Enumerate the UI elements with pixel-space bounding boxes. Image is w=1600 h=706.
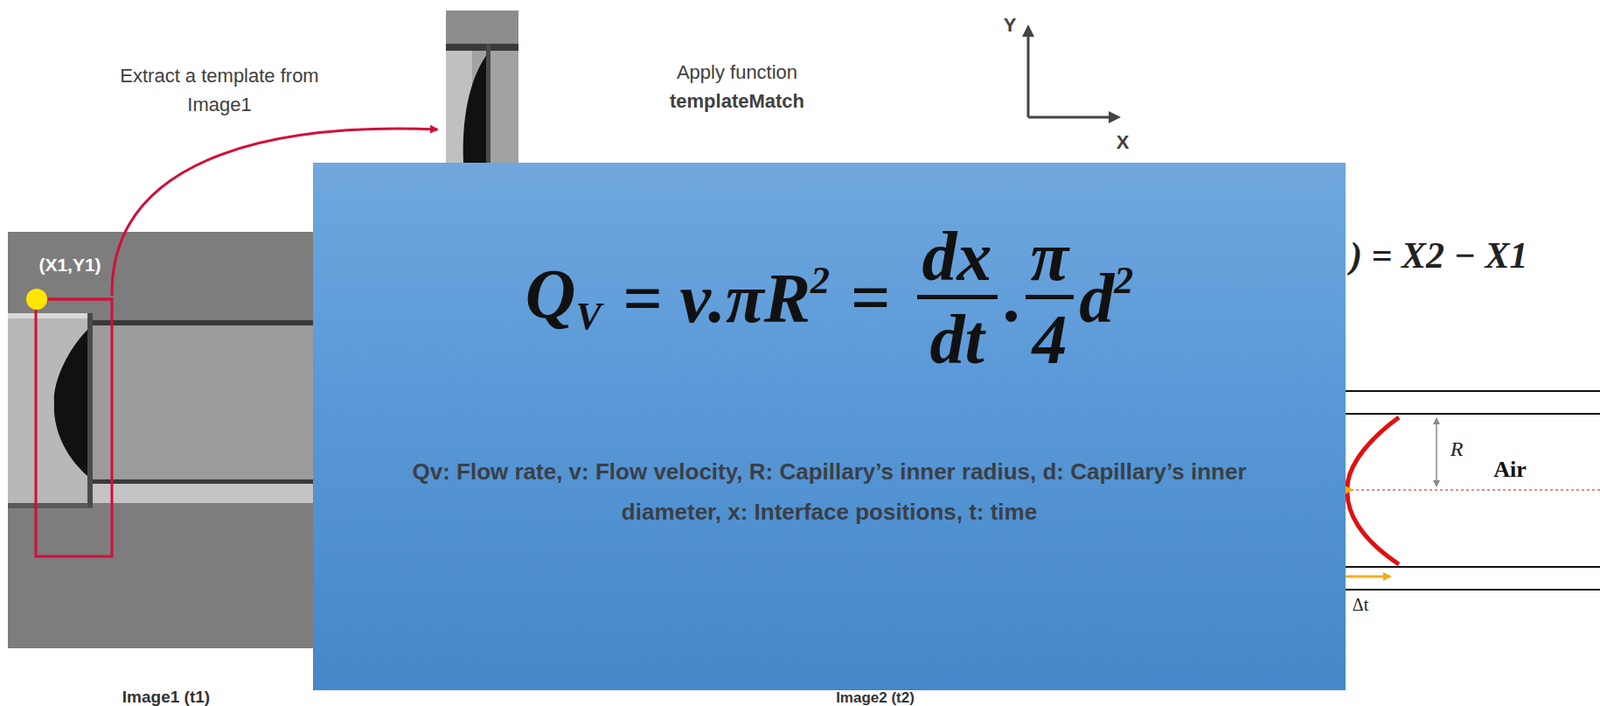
formula-term: d2	[1078, 261, 1134, 334]
denominator: 4	[1026, 299, 1072, 375]
formula-term: QV	[525, 258, 602, 335]
formula: QV= v.πR2=dxdt.π4d2	[525, 221, 1134, 375]
equals-sign: =	[850, 262, 891, 333]
numerator: π	[1025, 221, 1075, 295]
phase-label: Air	[1493, 456, 1527, 483]
formula-term: = v.πR	[622, 259, 811, 337]
dimension-label: R	[1450, 437, 1464, 461]
axis-label: Y	[1003, 13, 1017, 37]
capillary-schematic	[1345, 390, 1600, 590]
leader-line	[36, 298, 112, 301]
denominator: dt	[924, 299, 989, 375]
dot-operator: .	[1002, 262, 1021, 333]
formula-symbol: d	[1078, 259, 1114, 337]
function-name: templateMatch	[669, 90, 805, 113]
formula-symbol: Q	[525, 255, 577, 333]
superscript: 2	[1113, 258, 1134, 302]
formula-panel: QV= v.πR2=dxdt.π4d2Qv: Flow rate, v: Flo…	[313, 162, 1346, 690]
displacement-formula: ) = X2 − X1	[1349, 234, 1528, 277]
subscript: V	[576, 294, 602, 338]
template-image	[445, 10, 519, 163]
step-caption: Extract a template from Image1	[110, 61, 329, 119]
axis-label: X	[1116, 131, 1130, 154]
point-label: (X1,Y1)	[38, 254, 101, 276]
superscript: 2	[810, 258, 830, 302]
origin-dot	[26, 288, 48, 310]
step-caption: Apply function	[676, 61, 798, 84]
fraction-bar	[917, 294, 998, 300]
formula-legend: Qv: Flow rate, v: Flow velocity, R: Capi…	[366, 451, 1294, 532]
time-label: Δt	[1352, 594, 1369, 615]
capillary-photo	[7, 231, 323, 648]
image-caption: Image1 (t1)	[122, 688, 210, 705]
image-caption: Image2 (t2)	[835, 689, 915, 705]
fraction-bar	[1025, 294, 1075, 300]
template-box	[35, 299, 112, 557]
numerator: dx	[917, 221, 998, 295]
formula-term: = v.πR2	[601, 261, 830, 334]
axes	[1022, 24, 1121, 124]
fraction: π4	[1025, 221, 1075, 375]
fraction: dxdt	[917, 221, 998, 375]
